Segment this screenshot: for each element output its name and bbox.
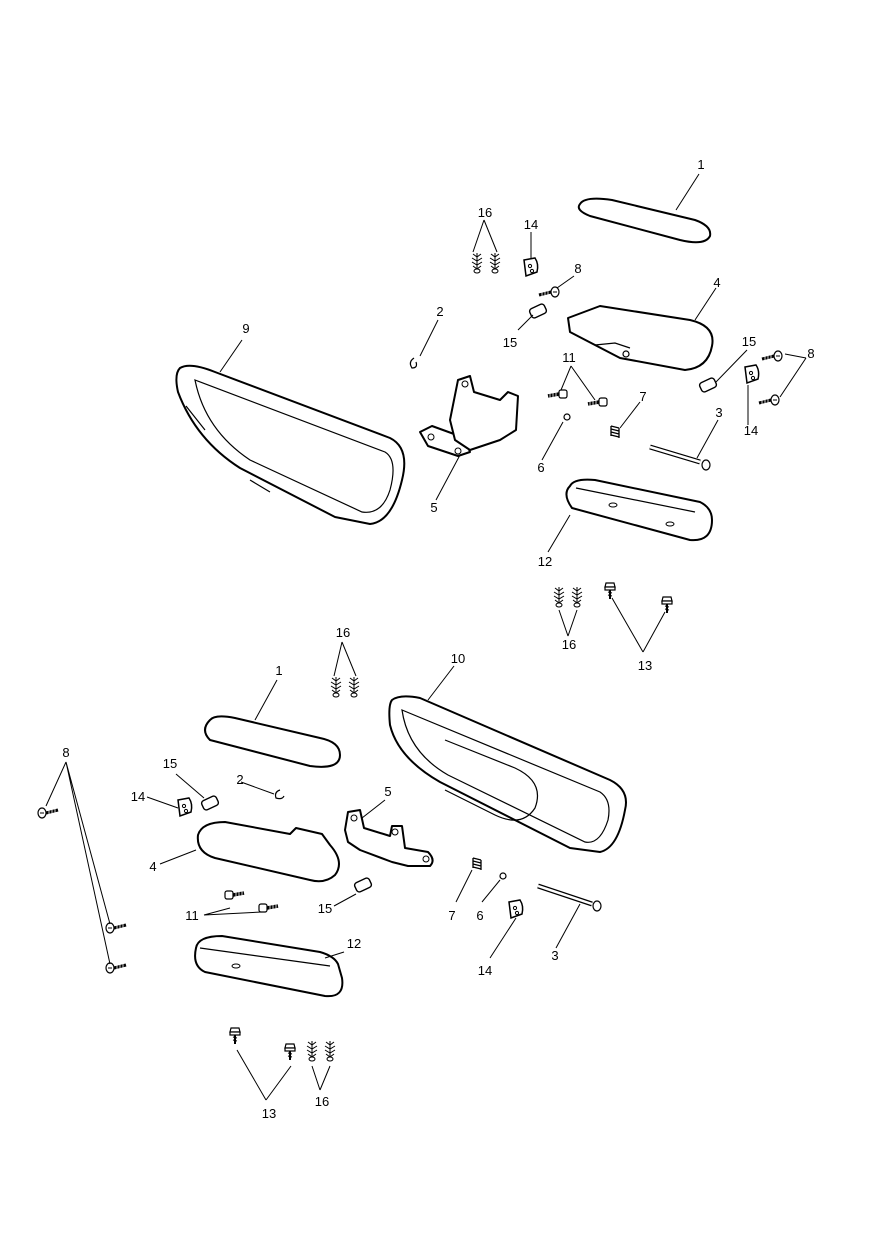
callout-5-upper: 5 xyxy=(430,500,437,515)
callout-13-lower: 13 xyxy=(262,1106,276,1121)
callout-1-lower: 1 xyxy=(275,663,282,678)
part-7-spring-lower xyxy=(472,857,482,871)
callout-12-lower: 12 xyxy=(347,936,361,951)
part-14-bracket-upper-a xyxy=(523,257,539,277)
callout-14-lower-a: 14 xyxy=(131,789,145,804)
part-14-bracket-upper-b xyxy=(744,364,760,384)
callout-7-lower: 7 xyxy=(448,908,455,923)
part-3-pivot-pin-upper xyxy=(649,444,711,471)
callout-4-upper: 4 xyxy=(713,275,720,290)
callout-9: 9 xyxy=(242,321,249,336)
callout-8-lower: 8 xyxy=(62,745,69,760)
callout-10: 10 xyxy=(451,651,465,666)
part-10-side-cover xyxy=(388,695,627,853)
callout-14-upper-b: 14 xyxy=(744,423,758,438)
callout-8-upper-a: 8 xyxy=(574,261,581,276)
callout-1-upper: 1 xyxy=(697,157,704,172)
part-15-bush-upper-b xyxy=(698,377,718,393)
callout-5-lower: 5 xyxy=(384,784,391,799)
part-2-clip-lower xyxy=(274,789,285,800)
part-13-bolt-lower-a xyxy=(229,1027,241,1045)
part-13-bolt-lower-b xyxy=(284,1043,296,1061)
callout-labels: 1 16 14 8 4 2 9 15 11 15 8 7 14 3 6 5 12… xyxy=(62,157,814,1121)
part-16-clip-upper-c xyxy=(553,586,565,608)
part-15-bush-lower-a xyxy=(200,795,220,811)
part-16-clip-lower-d xyxy=(324,1040,336,1062)
callout-3-upper: 3 xyxy=(715,405,722,420)
part-16-clip-upper-a xyxy=(471,252,483,274)
callout-6-lower: 6 xyxy=(476,908,483,923)
part-16-clip-lower-b xyxy=(348,676,360,698)
callout-16-lower-b: 16 xyxy=(315,1094,329,1109)
part-8-screw-upper-c xyxy=(757,393,781,407)
leader-lines-upper xyxy=(219,173,807,653)
callout-15-lower-a: 15 xyxy=(163,756,177,771)
part-3-pivot-pin-lower xyxy=(537,883,602,912)
part-15-bush-lower-b xyxy=(353,877,373,893)
callout-14-lower-b: 14 xyxy=(478,963,492,978)
callout-2-upper: 2 xyxy=(436,304,443,319)
part-15-bush-upper-a xyxy=(528,303,548,319)
callout-6-upper: 6 xyxy=(537,460,544,475)
part-6-ball-upper xyxy=(563,413,571,421)
callout-16-upper-a: 16 xyxy=(478,205,492,220)
part-9-side-cover xyxy=(175,364,406,525)
callout-12-upper: 12 xyxy=(538,554,552,569)
callout-15-upper-b: 15 xyxy=(742,334,756,349)
part-16-clip-upper-d xyxy=(571,586,583,608)
callout-16-lower-a: 16 xyxy=(336,625,350,640)
callout-4-lower: 4 xyxy=(149,859,156,874)
callout-7-upper: 7 xyxy=(639,389,646,404)
part-12-tray-lower xyxy=(194,935,344,998)
part-8-screw-upper-b xyxy=(760,349,784,363)
part-13-bolt-upper-b xyxy=(661,596,673,614)
part-11-bolt-upper-b xyxy=(586,396,609,408)
callout-11-upper: 11 xyxy=(562,350,576,365)
part-11-bolt-lower-b xyxy=(257,902,280,914)
part-4-footrest-plate-upper xyxy=(567,305,714,371)
part-2-clip-upper xyxy=(409,357,418,369)
part-6-ball-lower xyxy=(499,872,507,880)
part-11-bolt-lower-a xyxy=(223,889,246,901)
part-8-screw-lower-b xyxy=(104,921,128,935)
part-14-bracket-lower-a xyxy=(177,797,193,817)
part-8-screw-upper-a xyxy=(537,285,561,299)
callout-14-upper-a: 14 xyxy=(524,217,538,232)
part-16-clip-upper-b xyxy=(489,252,501,274)
leader-lines-lower xyxy=(45,641,581,1101)
part-8-screw-lower-c xyxy=(104,961,128,975)
callout-15-upper-a: 15 xyxy=(503,335,517,350)
part-14-bracket-lower-b xyxy=(508,899,524,919)
callout-11-lower: 11 xyxy=(185,908,199,923)
part-8-screw-lower-a xyxy=(36,806,60,820)
part-1-footrest-rubber-upper xyxy=(577,197,712,244)
callout-13-upper: 13 xyxy=(638,658,652,673)
part-1-footrest-rubber-lower xyxy=(204,715,341,768)
part-13-bolt-upper-a xyxy=(604,582,616,600)
part-11-bolt-upper-a xyxy=(546,388,569,400)
callout-15-lower-b: 15 xyxy=(318,901,332,916)
part-16-clip-lower-c xyxy=(306,1040,318,1062)
part-16-clip-lower-a xyxy=(330,676,342,698)
part-5-hinge-bracket-upper xyxy=(419,375,519,457)
part-12-tray-upper xyxy=(565,478,713,542)
callout-8-upper-b: 8 xyxy=(807,346,814,361)
callout-2-lower: 2 xyxy=(236,772,243,787)
part-7-spring-upper xyxy=(610,425,620,439)
callout-16-upper-b: 16 xyxy=(562,637,576,652)
callout-3-lower: 3 xyxy=(551,948,558,963)
part-5-hinge-bracket-lower xyxy=(344,809,434,867)
part-4-footrest-plate-lower xyxy=(196,821,340,883)
